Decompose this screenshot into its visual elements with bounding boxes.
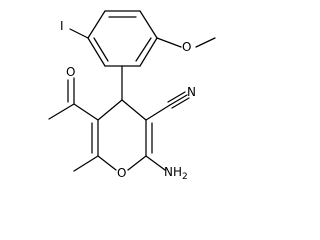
iodine-label: I	[60, 19, 64, 33]
ketone-oxygen-label: O	[66, 65, 75, 79]
bond-methoxy-methyl	[195, 37, 216, 48]
amine-label-main: NH	[164, 165, 182, 179]
atom-labels: I O O N O NH2	[60, 19, 196, 182]
ether-oxygen-label: O	[182, 40, 191, 54]
bond-aryl-inner-2	[135, 37, 152, 62]
bond-o1-c6	[97, 155, 117, 171]
bond-c5-carbonyl	[73, 103, 99, 121]
bond-c4-c3	[121, 99, 147, 121]
molecule-structure: I O O N O NH2	[48, 10, 216, 182]
amine-label: NH2	[164, 165, 188, 182]
amine-label-subscript: 2	[182, 172, 188, 182]
bond-c2-amine	[145, 155, 166, 171]
nitrile-nitrogen-label: N	[187, 85, 196, 99]
bonds	[48, 10, 216, 172]
bond-aryl-methoxy-o	[156, 37, 182, 48]
ring-oxygen-label: O	[117, 166, 126, 180]
bond-aryl-6	[87, 10, 106, 39]
bond-c2-o1	[127, 155, 147, 171]
bond-nitrile-triple-b	[167, 91, 186, 103]
bond-carbonyl-double-a	[48, 103, 75, 120]
bond-aryl-2	[139, 10, 158, 39]
structure-figure: I O O N O NH2	[48, 10, 216, 182]
bond-aryl-inner-3	[93, 37, 109, 62]
bond-nitrile-triple-c	[171, 97, 190, 109]
bond-aryl-3	[139, 37, 158, 67]
bond-c5-c4	[97, 99, 123, 121]
bond-aryl-5	[87, 37, 106, 67]
bond-iodine	[69, 28, 89, 39]
bond-nitrile-triple-a	[169, 94, 188, 106]
bond-c3-nitrile-c	[145, 104, 171, 121]
bond-c6-methyl	[73, 155, 99, 172]
